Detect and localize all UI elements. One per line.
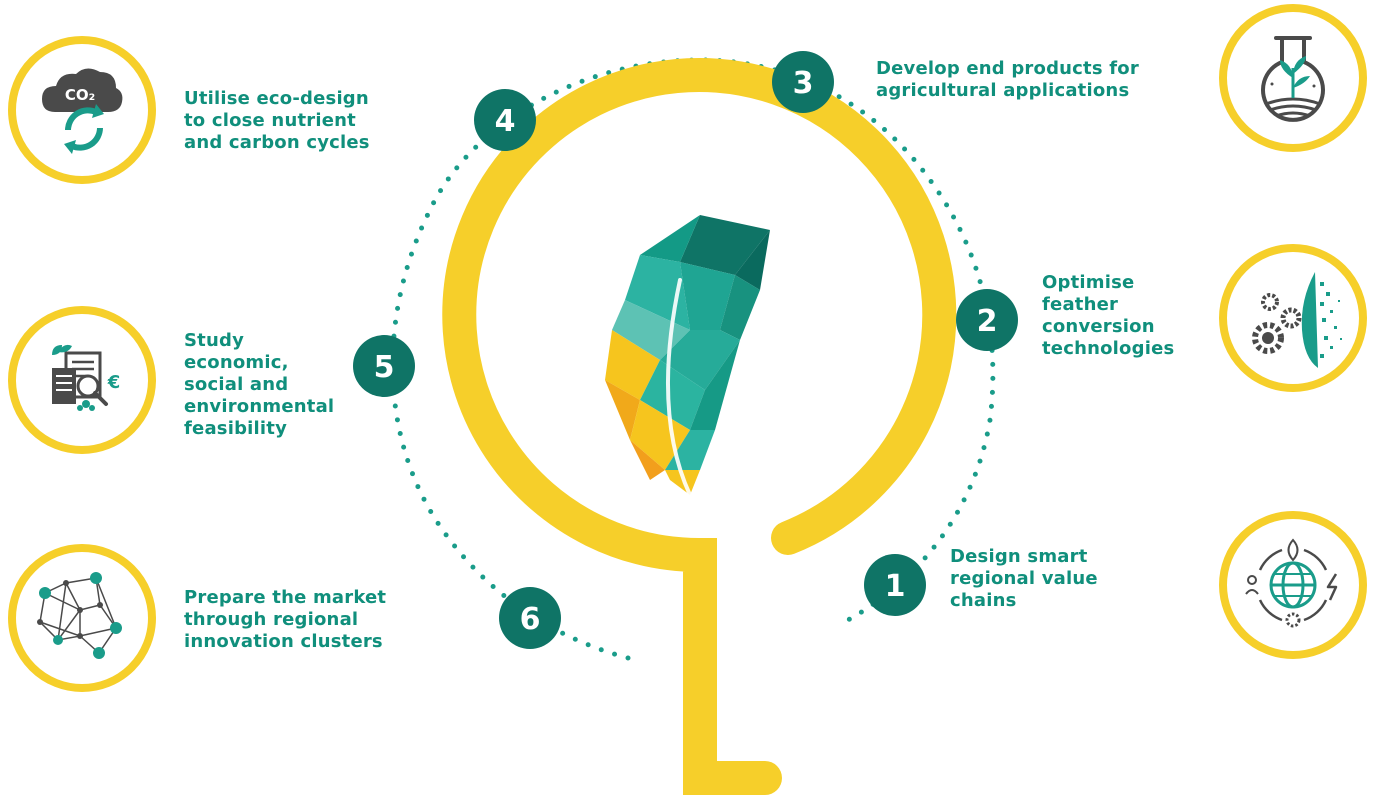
step-badge-2: 2 xyxy=(956,289,1018,351)
step-badge-5: 5 xyxy=(353,335,415,397)
step-label-1: Design smart regional value chains xyxy=(950,546,1098,611)
step-badge-1: 1 xyxy=(864,554,926,616)
step-number-5: 5 xyxy=(374,350,395,385)
step-badge-3: 3 xyxy=(772,51,834,113)
step-number-4: 4 xyxy=(495,104,516,139)
step-label-2: Optimise feather conversion technologies xyxy=(1042,272,1175,359)
co2-text: CO₂ xyxy=(65,86,95,104)
co2-cycle-icon: CO₂ xyxy=(42,68,123,154)
euro-symbol: € xyxy=(107,372,121,393)
feasibility-document-icon: € xyxy=(52,344,121,411)
step-number-3: 3 xyxy=(793,66,814,101)
gears-feather-icon xyxy=(1252,272,1342,368)
step-number-1: 1 xyxy=(885,569,906,604)
step-label-4: Utilise eco-design to close nutrient and… xyxy=(184,88,370,153)
step-label-3: Develop end products for agricultural ap… xyxy=(876,58,1139,101)
step-badge-6: 6 xyxy=(499,587,561,649)
step-label-5: Study economic, social and environmental… xyxy=(184,330,335,439)
icon-ring-6 xyxy=(8,544,156,692)
globe-sustainability-icon xyxy=(1245,538,1338,628)
step-number-2: 2 xyxy=(977,304,998,339)
flask-plant-icon xyxy=(1261,36,1325,122)
network-cluster-icon xyxy=(37,572,122,659)
feather-logo-icon xyxy=(605,215,770,497)
step-number-6: 6 xyxy=(520,602,541,637)
yellow-key-shape xyxy=(442,58,957,795)
step-badge-4: 4 xyxy=(474,89,536,151)
step-label-6: Prepare the market through regional inno… xyxy=(184,587,387,652)
